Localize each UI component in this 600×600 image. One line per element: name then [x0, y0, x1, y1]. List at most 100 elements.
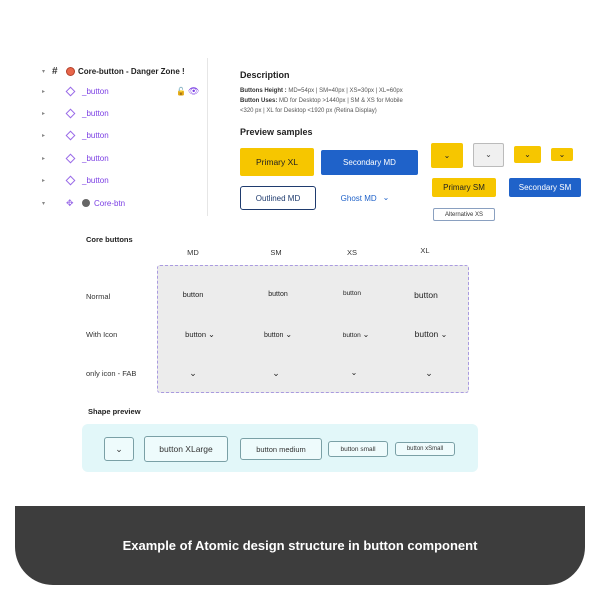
- preview-title: Preview samples: [240, 127, 313, 137]
- layer-core-button[interactable]: ▾ # Core-button - Danger Zone !: [38, 62, 208, 80]
- button-uses-line-2: <320 px | XL for Desktop <1920 px (Retin…: [240, 108, 377, 114]
- ghost-md-label: Ghost MD: [340, 193, 377, 203]
- height-label: Buttons Height :: [240, 88, 287, 94]
- chevron-down-icon: ⌄: [272, 368, 280, 378]
- layer-label: _button: [82, 86, 109, 96]
- chevron-down-icon: ⌄: [285, 330, 293, 339]
- column-header-sm: SM: [270, 248, 282, 257]
- core-button-md-normal[interactable]: button: [182, 290, 204, 299]
- eye-icon[interactable]: 👁: [188, 85, 200, 96]
- core-button-xs-normal[interactable]: button: [342, 290, 362, 297]
- secondary-md-button[interactable]: Secondary MD: [321, 150, 418, 175]
- chevron-down-icon: ⌄: [362, 330, 370, 339]
- layer-item-button[interactable]: ▸ _button: [38, 104, 208, 122]
- shape-preview-title: Shape preview: [88, 407, 141, 416]
- core-button-xl-normal[interactable]: button: [414, 290, 438, 300]
- row-label-normal: Normal: [86, 292, 111, 301]
- danger-emoji-icon: [66, 66, 75, 76]
- core-button-xl-icon[interactable]: button ⌄: [396, 329, 466, 339]
- buttons-height-line: Buttons Height : MD=54px | SM=40px | XS=…: [240, 88, 403, 94]
- uses-label: Button Uses:: [240, 98, 278, 104]
- fab-md-button[interactable]: ⌄: [473, 143, 504, 167]
- caret-right-icon[interactable]: ▸: [42, 132, 46, 139]
- core-fab-xl[interactable]: ⌄: [394, 368, 464, 379]
- component-variant-icon: [65, 130, 76, 140]
- chevron-down-icon: ⌄: [524, 149, 531, 159]
- layer-label: _button: [82, 175, 109, 185]
- chevron-down-icon: ⌄: [189, 368, 197, 378]
- instance-icon: [82, 199, 90, 207]
- core-fab-xs[interactable]: ⌄: [319, 368, 389, 377]
- shape-xsmall-button[interactable]: button xSmall: [395, 442, 455, 456]
- component-set-icon: ✥: [66, 197, 74, 208]
- shape-xlarge-button[interactable]: button XLarge: [144, 436, 228, 462]
- button-label: button: [263, 332, 284, 339]
- fab-sm-button[interactable]: ⌄: [514, 146, 541, 163]
- component-variant-icon: [65, 108, 76, 118]
- button-label: button: [342, 332, 361, 339]
- layer-label: Core-button - Danger Zone !: [78, 66, 185, 76]
- layer-label: _button: [82, 108, 109, 118]
- height-text: MD=54px | SM=40px | XS=30px | XL=60px: [286, 88, 403, 94]
- lock-icon[interactable]: 🔓: [176, 86, 186, 96]
- alternative-xs-button[interactable]: Alternative XS: [433, 208, 495, 221]
- frame-hash-icon: #: [52, 65, 58, 77]
- button-label: button: [185, 330, 207, 339]
- row-label-with-icon: With Icon: [86, 330, 118, 339]
- chevron-down-icon: ⌄: [440, 330, 448, 339]
- caret-right-icon[interactable]: ▸: [42, 110, 46, 117]
- chevron-down-icon: ⌄: [558, 149, 566, 159]
- core-button-xs-icon[interactable]: button ⌄: [321, 330, 391, 340]
- chevron-down-icon: ⌄: [485, 150, 492, 159]
- layer-core-btn[interactable]: ▾ ✥ Core-btn: [38, 194, 208, 212]
- component-variant-icon: [65, 175, 76, 185]
- layer-item-button[interactable]: ▸ _button: [38, 126, 208, 144]
- uses-text: MD for Desktop >1440px | SM & XS for Mob…: [277, 98, 403, 104]
- chevron-down-icon: ⌄: [382, 193, 390, 202]
- caret-right-icon[interactable]: ▸: [42, 177, 46, 184]
- layer-item-button[interactable]: ▸ _button: [38, 149, 208, 167]
- core-button-md-icon[interactable]: button ⌄: [165, 330, 235, 339]
- core-buttons-grid: [157, 265, 469, 393]
- layer-item-button[interactable]: ▸ _button: [38, 171, 208, 189]
- caption-text: Example of Atomic design structure in bu…: [122, 538, 478, 553]
- core-button-sm-icon[interactable]: button ⌄: [243, 330, 313, 340]
- column-header-xl: XL: [420, 246, 430, 255]
- component-variant-icon: [65, 86, 76, 96]
- layer-item-button[interactable]: ▸ _button 🔓 👁: [38, 82, 208, 100]
- fab-xs-button[interactable]: ⌄: [551, 148, 573, 161]
- fab-xl-button[interactable]: ⌄: [431, 143, 463, 168]
- core-fab-md[interactable]: ⌄: [158, 368, 228, 379]
- caret-right-icon[interactable]: ▸: [42, 155, 46, 162]
- shape-small-button[interactable]: button small: [328, 441, 388, 457]
- row-label-fab: only icon - FAB: [86, 369, 137, 378]
- core-buttons-title: Core buttons: [86, 235, 133, 244]
- chevron-down-icon: ⌄: [208, 330, 215, 339]
- layer-label: _button: [82, 130, 109, 140]
- caret-right-icon[interactable]: ▸: [42, 88, 46, 95]
- caret-down-icon[interactable]: ▾: [42, 68, 46, 75]
- shape-medium-button[interactable]: button medium: [240, 438, 322, 460]
- ghost-md-button[interactable]: Ghost MD ⌄: [330, 188, 400, 208]
- primary-xl-button[interactable]: Primary XL: [240, 148, 314, 176]
- column-header-xs: XS: [346, 248, 357, 257]
- layer-label: _button: [82, 153, 109, 163]
- chevron-down-icon: ⌄: [443, 150, 451, 160]
- core-button-sm-normal[interactable]: button: [268, 291, 288, 298]
- caption-banner: Example of Atomic design structure in bu…: [15, 506, 585, 585]
- button-uses-line: Button Uses: MD for Desktop >1440px | SM…: [240, 98, 403, 104]
- primary-sm-button[interactable]: Primary SM: [432, 178, 496, 197]
- column-header-md: MD: [187, 248, 199, 257]
- outlined-md-button[interactable]: Outlined MD: [240, 186, 316, 210]
- layer-label: Core-btn: [94, 198, 126, 208]
- chevron-down-icon: ⌄: [425, 368, 433, 378]
- caret-down-icon[interactable]: ▾: [42, 200, 46, 207]
- chevron-down-icon: ⌄: [350, 368, 358, 377]
- button-label: button: [414, 329, 439, 339]
- shape-fab-button[interactable]: ⌄: [104, 437, 134, 461]
- core-fab-sm[interactable]: ⌄: [241, 368, 311, 379]
- secondary-sm-button[interactable]: Secondary SM: [509, 178, 581, 197]
- chevron-down-icon: ⌄: [115, 443, 123, 454]
- description-title: Description: [240, 70, 290, 80]
- layers-panel: ▾ # Core-button - Danger Zone ! ▸ _butto…: [38, 58, 208, 216]
